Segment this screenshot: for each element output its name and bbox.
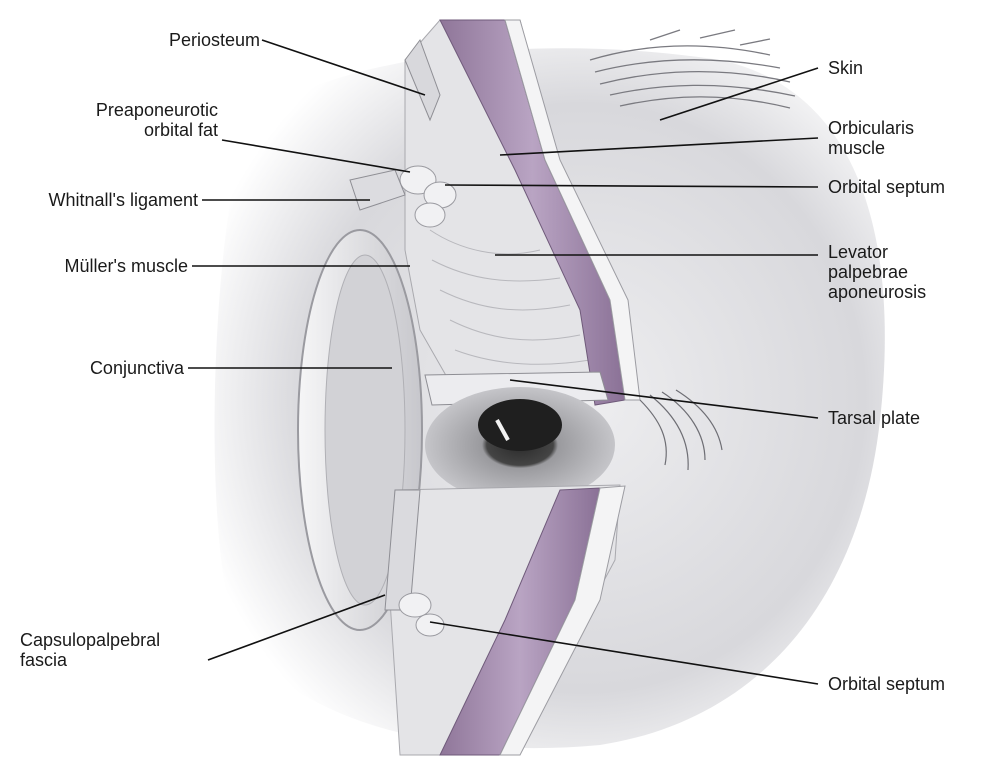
label-mullers-muscle: Müller's muscle <box>65 256 188 276</box>
label-conjunctiva: Conjunctiva <box>90 358 184 378</box>
label-tarsal-plate: Tarsal plate <box>828 408 920 428</box>
label-whitnalls-ligament: Whitnall's ligament <box>49 190 199 210</box>
label-orbicularis-muscle: Orbicularis muscle <box>828 118 914 158</box>
label-capsulopalpebral-fascia: Capsulopalpebral fascia <box>20 630 160 670</box>
label-orbital-septum-lower: Orbital septum <box>828 674 945 694</box>
label-periosteum: Periosteum <box>169 30 260 50</box>
label-skin: Skin <box>828 58 863 78</box>
label-orbital-septum-upper: Orbital septum <box>828 177 945 197</box>
label-levator-palpebrae-aponeurosis: Levator palpebrae aponeurosis <box>828 242 926 302</box>
pupil <box>478 399 562 451</box>
label-preaponeurotic-orbital-fat: Preaponeurotic orbital fat <box>96 100 218 140</box>
